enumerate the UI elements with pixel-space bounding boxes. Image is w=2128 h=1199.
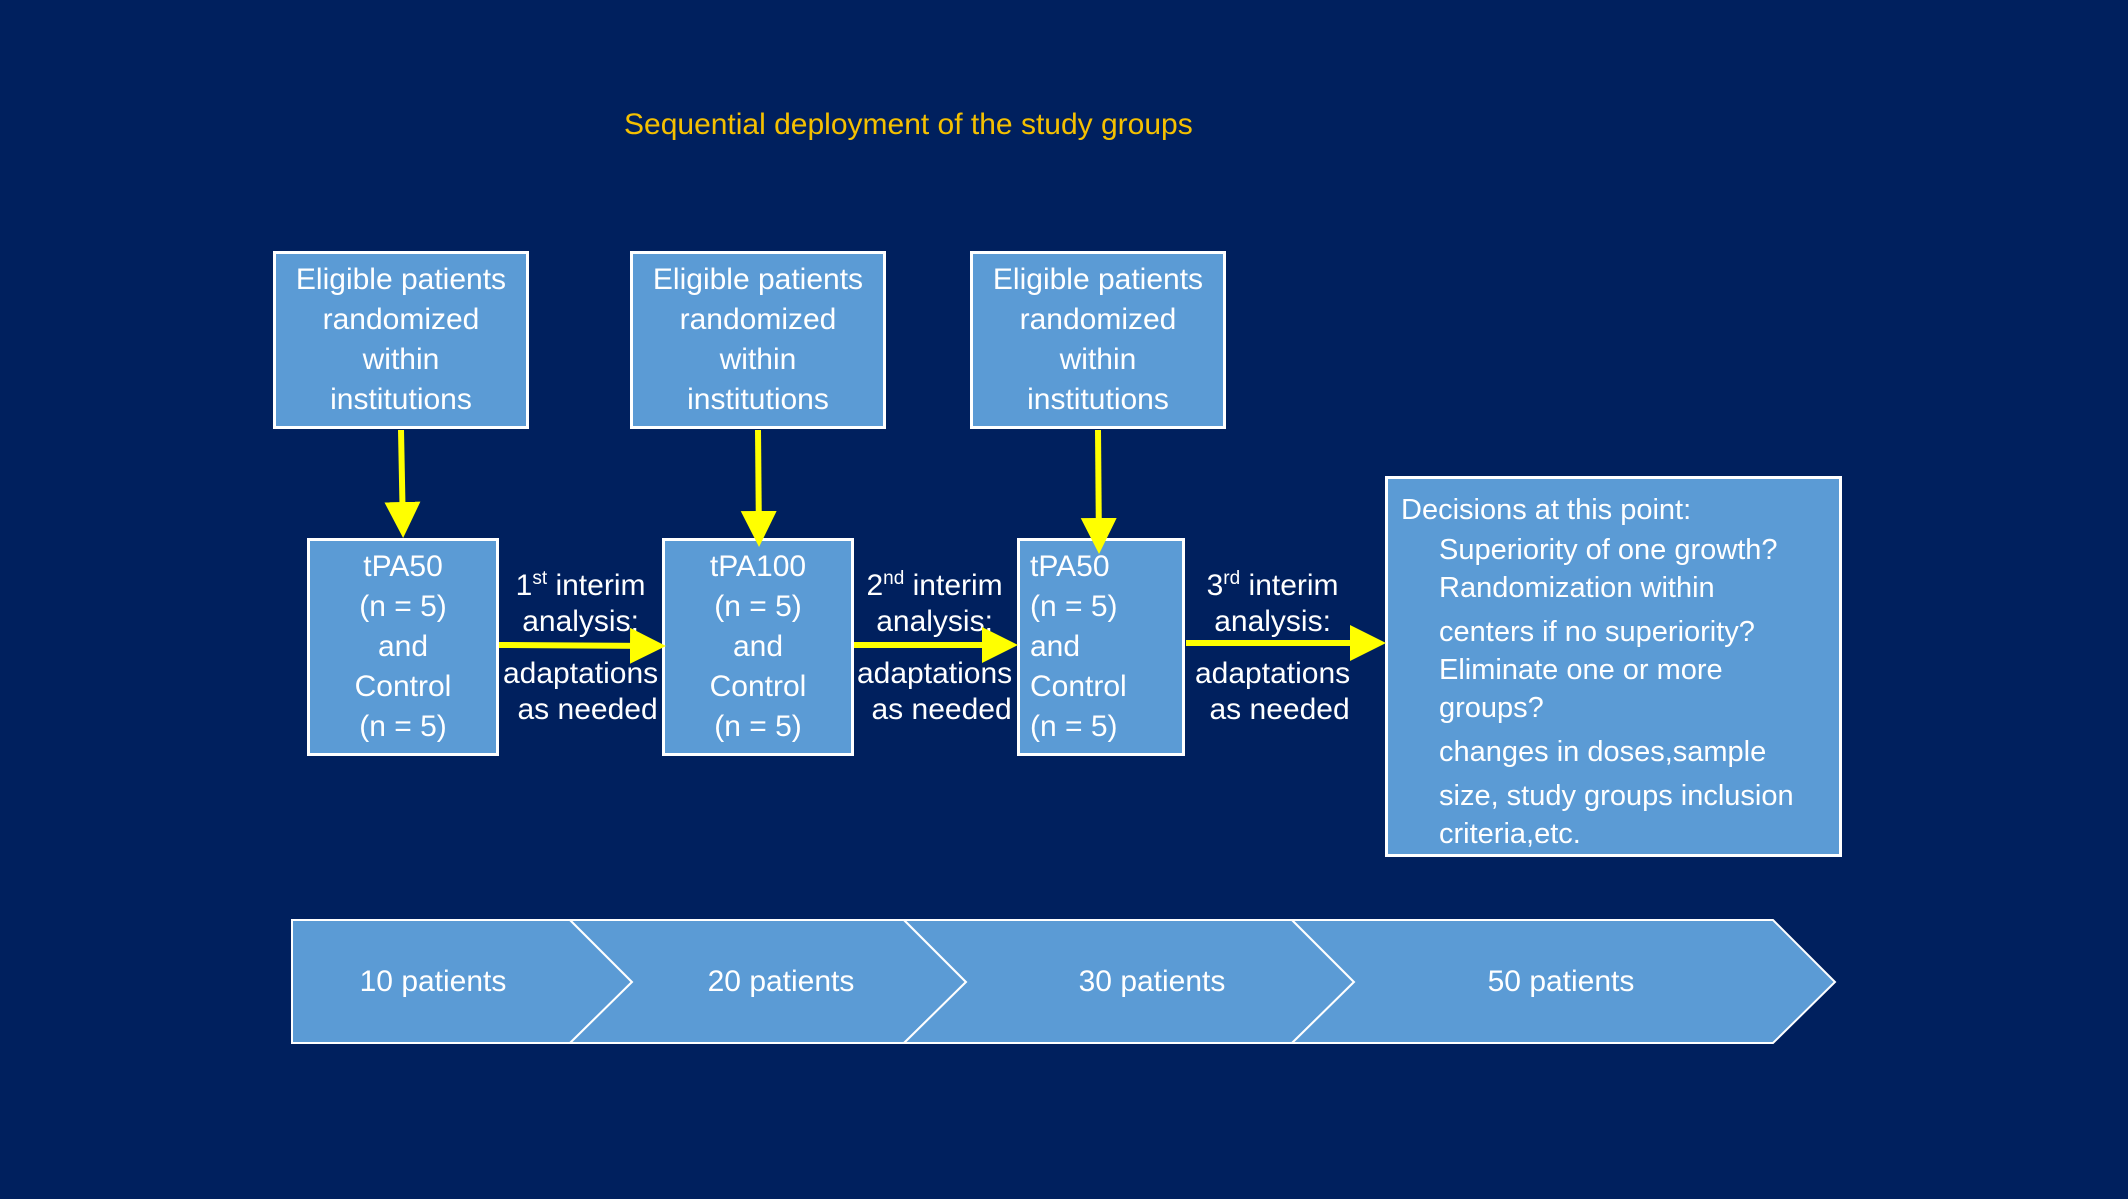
eligible-line: Eligible patients xyxy=(652,263,864,296)
interim-word: interim xyxy=(904,569,1003,602)
right-arrow-1 xyxy=(498,627,666,664)
eligible-line: randomized xyxy=(322,303,480,336)
group-line: Control xyxy=(1030,670,1127,703)
phase-label-1: 10 patients xyxy=(359,965,507,998)
interim-line: analysis: xyxy=(1214,605,1331,638)
ordinal-suffix: rd xyxy=(1223,568,1241,589)
eligible-line: Eligible patients xyxy=(992,263,1204,296)
group-line: and xyxy=(377,630,429,663)
group-line: (n = 5) xyxy=(714,590,802,623)
eligible-line: randomized xyxy=(1019,303,1177,336)
group-line: (n = 5) xyxy=(359,710,447,743)
group-line: (n = 5) xyxy=(1030,710,1118,743)
eligible-line: randomized xyxy=(679,303,837,336)
eligible-line: institutions xyxy=(330,383,472,416)
group-line: (n = 5) xyxy=(1030,590,1118,623)
interim-word: interim xyxy=(1240,569,1339,602)
group-line: tPA50 xyxy=(1030,550,1110,583)
decisions-list: Superiority of one growth? Randomization… xyxy=(1401,531,1839,853)
interim-line: analysis: xyxy=(876,605,993,638)
interim-line: as needed xyxy=(517,693,658,726)
group-line: tPA50 xyxy=(363,550,443,583)
decision-item: criteria,etc. xyxy=(1439,818,1581,850)
eligible-line: institutions xyxy=(1027,383,1169,416)
eligible-patients-box-2: Eligible patients randomized within inst… xyxy=(630,251,886,429)
study-group-box-3: tPA50 (n = 5) and Control (n = 5) xyxy=(1017,538,1185,756)
group-line: Control xyxy=(354,670,452,703)
interim-word: interim xyxy=(547,569,646,602)
group-line: tPA100 xyxy=(709,550,807,583)
eligible-line: within xyxy=(719,343,797,376)
group-line: and xyxy=(732,630,784,663)
decision-item: changes in doses,sample xyxy=(1439,736,1767,768)
diagram-title: Sequential deployment of the study group… xyxy=(624,108,1193,141)
decisions-heading: Decisions at this point: xyxy=(1401,494,1692,526)
decision-item: Superiority of one growth? xyxy=(1439,534,1778,566)
phase-label-3: 30 patients xyxy=(1078,965,1226,998)
ordinal: 3 xyxy=(1206,569,1224,602)
eligible-line: Eligible patients xyxy=(295,263,507,296)
eligible-line: institutions xyxy=(687,383,829,416)
down-arrow-2 xyxy=(740,429,777,547)
ordinal-suffix: st xyxy=(532,568,548,589)
interim-analysis-3: 3rd interim analysis: adaptations as nee… xyxy=(1195,568,1350,728)
group-line: (n = 5) xyxy=(359,590,447,623)
ordinal: 1 xyxy=(515,569,533,602)
decisions-box: Decisions at this point: Superiority of … xyxy=(1385,476,1842,857)
decision-item: centers if no superiority? xyxy=(1439,616,1755,648)
phase-label-2: 20 patients xyxy=(707,965,855,998)
eligible-patients-box-3: Eligible patients randomized within inst… xyxy=(970,251,1226,429)
group-line: (n = 5) xyxy=(714,710,802,743)
study-group-box-1: tPA50 (n = 5) and Control (n = 5) xyxy=(307,538,499,756)
interim-line: adaptations xyxy=(1195,657,1351,690)
down-arrow-3 xyxy=(1080,429,1117,554)
interim-line: as needed xyxy=(1209,693,1350,726)
interim-analysis-1: 1st interim analysis: adaptations as nee… xyxy=(503,568,658,728)
phase-label-4: 50 patients xyxy=(1487,965,1635,998)
ordinal: 2 xyxy=(866,569,884,602)
phase-shape-4 xyxy=(1289,919,1837,1044)
decision-item: Eliminate one or more xyxy=(1439,654,1723,686)
eligible-line: within xyxy=(1059,343,1137,376)
eligible-patients-box-1: Eligible patients randomized within inst… xyxy=(273,251,529,429)
eligible-line: within xyxy=(362,343,440,376)
interim-line: as needed xyxy=(871,693,1012,726)
decision-item: groups? xyxy=(1439,692,1544,724)
down-arrow-1 xyxy=(384,429,421,538)
ordinal-suffix: nd xyxy=(883,568,905,589)
group-line: and xyxy=(1030,630,1081,663)
interim-analysis-2: 2nd interim analysis: adaptations as nee… xyxy=(857,568,1012,728)
group-line: Control xyxy=(709,670,807,703)
decision-item: Randomization within xyxy=(1439,572,1715,604)
interim-line: analysis: xyxy=(522,605,639,638)
decision-item: size, study groups inclusion xyxy=(1439,780,1794,812)
